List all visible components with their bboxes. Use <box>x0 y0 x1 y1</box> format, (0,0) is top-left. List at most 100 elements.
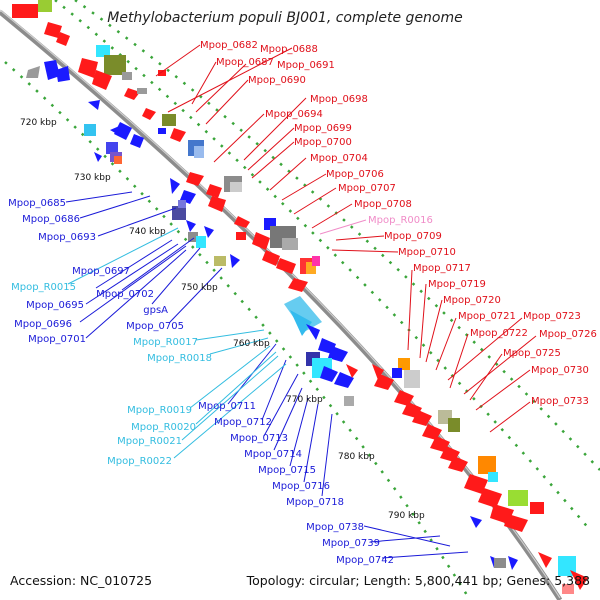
dotted-guide-arcs <box>4 0 600 600</box>
gene-feature <box>162 114 176 126</box>
gene-feature <box>44 60 60 80</box>
topology-summary-text: Topology: circular; Length: 5,800,441 bp… <box>246 573 590 588</box>
gene-feature <box>494 558 506 568</box>
gene-feature <box>96 45 110 57</box>
gene-feature <box>12 4 38 18</box>
gene-labels-right: Mpop_0682 Mpop_0688 Mpop_0687 Mpop_0691 … <box>200 40 597 407</box>
gene-feature <box>312 256 320 266</box>
gene-feature <box>94 152 102 162</box>
gene-label: Mpop_0713 <box>230 433 288 444</box>
kbp-ticks: 720 kbp 730 kbp 740 kbp 750 kbp 760 kbp … <box>20 118 425 521</box>
gene-feature <box>478 456 496 474</box>
outer-guide-arc <box>74 0 600 471</box>
gene-label: Mpop_R0016 <box>368 215 433 226</box>
tick-label: 750 kbp <box>181 283 218 293</box>
gene-feature <box>122 72 132 80</box>
gene-label: Mpop_R0020 <box>131 422 196 433</box>
tick-label: 790 kbp <box>388 511 425 521</box>
gene-label: Mpop_0716 <box>272 481 330 492</box>
gene-label: Mpop_0691 <box>277 60 335 71</box>
gene-label: Mpop_0698 <box>310 94 368 105</box>
gene-feature <box>392 368 402 378</box>
gene-feature <box>158 70 166 76</box>
gene-label: Mpop_0721 <box>458 311 516 322</box>
gene-feature <box>56 66 70 82</box>
gene-label: Mpop_0696 <box>14 319 72 330</box>
genome-backbone <box>0 10 563 600</box>
gene-feature <box>106 142 118 154</box>
gene-feature <box>344 396 354 406</box>
gene-feature <box>186 172 204 186</box>
gene-label: Mpop_0690 <box>248 75 306 86</box>
gene-feature <box>204 226 214 238</box>
gene-feature <box>530 502 544 514</box>
gene-label: Mpop_0694 <box>265 109 323 120</box>
gene-feature <box>282 238 298 250</box>
gene-label: Mpop_0738 <box>306 522 364 533</box>
gene-feature <box>288 278 308 292</box>
leader-lines <box>65 44 537 559</box>
gene-label: Mpop_0704 <box>310 153 368 164</box>
gene-feature <box>422 424 442 440</box>
gene-label: Mpop_0687 <box>216 57 274 68</box>
gene-label: Mpop_0718 <box>286 497 344 508</box>
gene-feature <box>137 88 147 94</box>
tick-label: 780 kbp <box>338 452 375 462</box>
gene-feature <box>570 570 588 590</box>
gene-label: Mpop_0717 <box>413 263 471 274</box>
gene-feature <box>404 370 420 388</box>
tick-label: 730 kbp <box>74 173 111 183</box>
gene-feature <box>230 254 240 268</box>
gene-feature <box>196 236 206 248</box>
gene-feature <box>488 472 498 482</box>
gene-feature <box>276 258 296 274</box>
gene-label: Mpop_0719 <box>428 279 486 290</box>
tick-label: 760 kbp <box>233 339 270 349</box>
gene-feature <box>478 488 502 508</box>
gene-label: Mpop_0739 <box>322 538 380 549</box>
tick-label: 720 kbp <box>20 118 57 128</box>
gene-label: Mpop_R0019 <box>127 405 192 416</box>
gene-feature <box>130 134 144 148</box>
gene-feature <box>38 0 52 12</box>
gene-feature <box>372 364 384 380</box>
gene-label: Mpop_0697 <box>72 266 130 277</box>
gene-feature <box>172 206 186 220</box>
gene-feature <box>562 584 574 594</box>
gene-label: Mpop_0688 <box>260 44 318 55</box>
gene-label: gpsA <box>143 305 168 316</box>
gene-label: Mpop_0706 <box>326 169 384 180</box>
gene-label: Mpop_0682 <box>200 40 258 51</box>
gene-label: Mpop_0705 <box>126 321 184 332</box>
gene-label: Mpop_R0018 <box>147 353 212 364</box>
gene-feature <box>346 364 358 378</box>
gene-labels-left: Mpop_0685 Mpop_0686 Mpop_0693 Mpop_0697 … <box>8 198 394 566</box>
gene-label: Mpop_0701 <box>28 334 86 345</box>
gene-label: Mpop_0726 <box>539 329 597 340</box>
gene-feature <box>290 310 312 336</box>
gene-label: Mpop_R0022 <box>107 456 172 467</box>
gene-feature <box>188 232 198 242</box>
gene-label: Mpop_R0017 <box>133 337 198 348</box>
gene-label: Mpop_0709 <box>384 231 442 242</box>
gene-feature <box>114 122 132 140</box>
gene-feature <box>88 100 100 110</box>
gene-label: Mpop_0686 <box>22 214 80 225</box>
gene-label: Mpop_0699 <box>294 123 352 134</box>
gene-label: Mpop_0707 <box>338 183 396 194</box>
gene-label: Mpop_0708 <box>354 199 412 210</box>
gene-label: Mpop_0715 <box>258 465 316 476</box>
gene-feature <box>214 256 226 266</box>
gene-feature <box>398 358 410 370</box>
gene-feature <box>142 108 156 120</box>
gene-label: Mpop_R0015 <box>11 282 76 293</box>
gene-feature <box>252 232 270 250</box>
gene-feature <box>412 410 432 426</box>
map-title: Methylobacterium populi BJ001, complete … <box>107 10 463 26</box>
gene-feature <box>470 516 482 528</box>
gene-feature <box>448 418 460 432</box>
gene-feature <box>504 514 528 532</box>
gene-feature <box>306 324 320 340</box>
gene-feature <box>234 216 250 228</box>
